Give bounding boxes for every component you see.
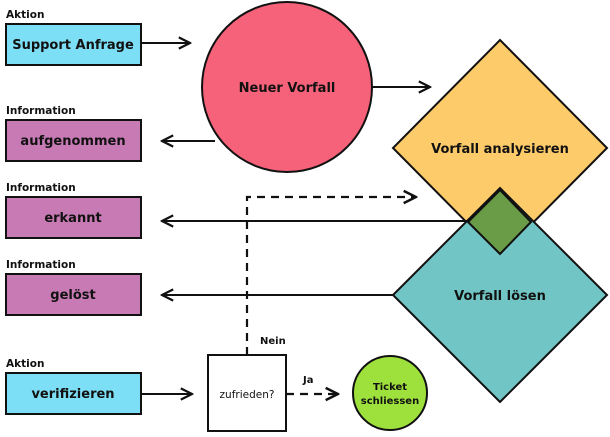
overlap-diamond bbox=[466, 188, 533, 256]
box-label: erkannt bbox=[44, 211, 101, 226]
box-rect[interactable] bbox=[5, 119, 142, 162]
close-ticket-label-line2: schliessen bbox=[361, 396, 419, 407]
box-rect[interactable] bbox=[5, 273, 142, 316]
left-box-information[interactable]: Information gelöst bbox=[5, 259, 142, 316]
left-box-action[interactable]: Aktion verifizieren bbox=[5, 358, 142, 415]
close-ticket-circle[interactable] bbox=[352, 355, 428, 431]
box-category-label: Information bbox=[6, 259, 76, 271]
box-category-label: Information bbox=[6, 182, 76, 194]
box-label: Support Anfrage bbox=[12, 38, 134, 53]
arrow-decision-no-to-analyze bbox=[245, 197, 416, 355]
edge-label-no: Nein bbox=[260, 336, 286, 347]
resolve-diamond[interactable] bbox=[391, 186, 609, 404]
box-rect[interactable] bbox=[5, 23, 142, 66]
box-label: gelöst bbox=[50, 288, 95, 303]
left-box-information[interactable]: Information erkannt bbox=[5, 182, 142, 239]
box-category-label: Aktion bbox=[6, 358, 44, 370]
left-box-information[interactable]: Information aufgenommen bbox=[5, 105, 142, 162]
analyze-label: Vorfall analysieren bbox=[431, 142, 569, 157]
box-label: verifizieren bbox=[31, 387, 114, 402]
box-category-label: Aktion bbox=[6, 9, 44, 21]
decision-box[interactable] bbox=[207, 354, 287, 432]
edge-label-yes: Ja bbox=[302, 375, 313, 386]
resolve-label: Vorfall lösen bbox=[454, 289, 546, 304]
new-incident-label: Neuer Vorfall bbox=[239, 81, 336, 96]
box-label: aufgenommen bbox=[20, 134, 125, 149]
box-category-label: Information bbox=[6, 105, 76, 117]
close-ticket-label-line1: Ticket bbox=[373, 382, 407, 393]
decision-label: zufrieden? bbox=[220, 389, 275, 401]
box-rect[interactable] bbox=[5, 372, 142, 415]
box-rect[interactable] bbox=[5, 196, 142, 239]
